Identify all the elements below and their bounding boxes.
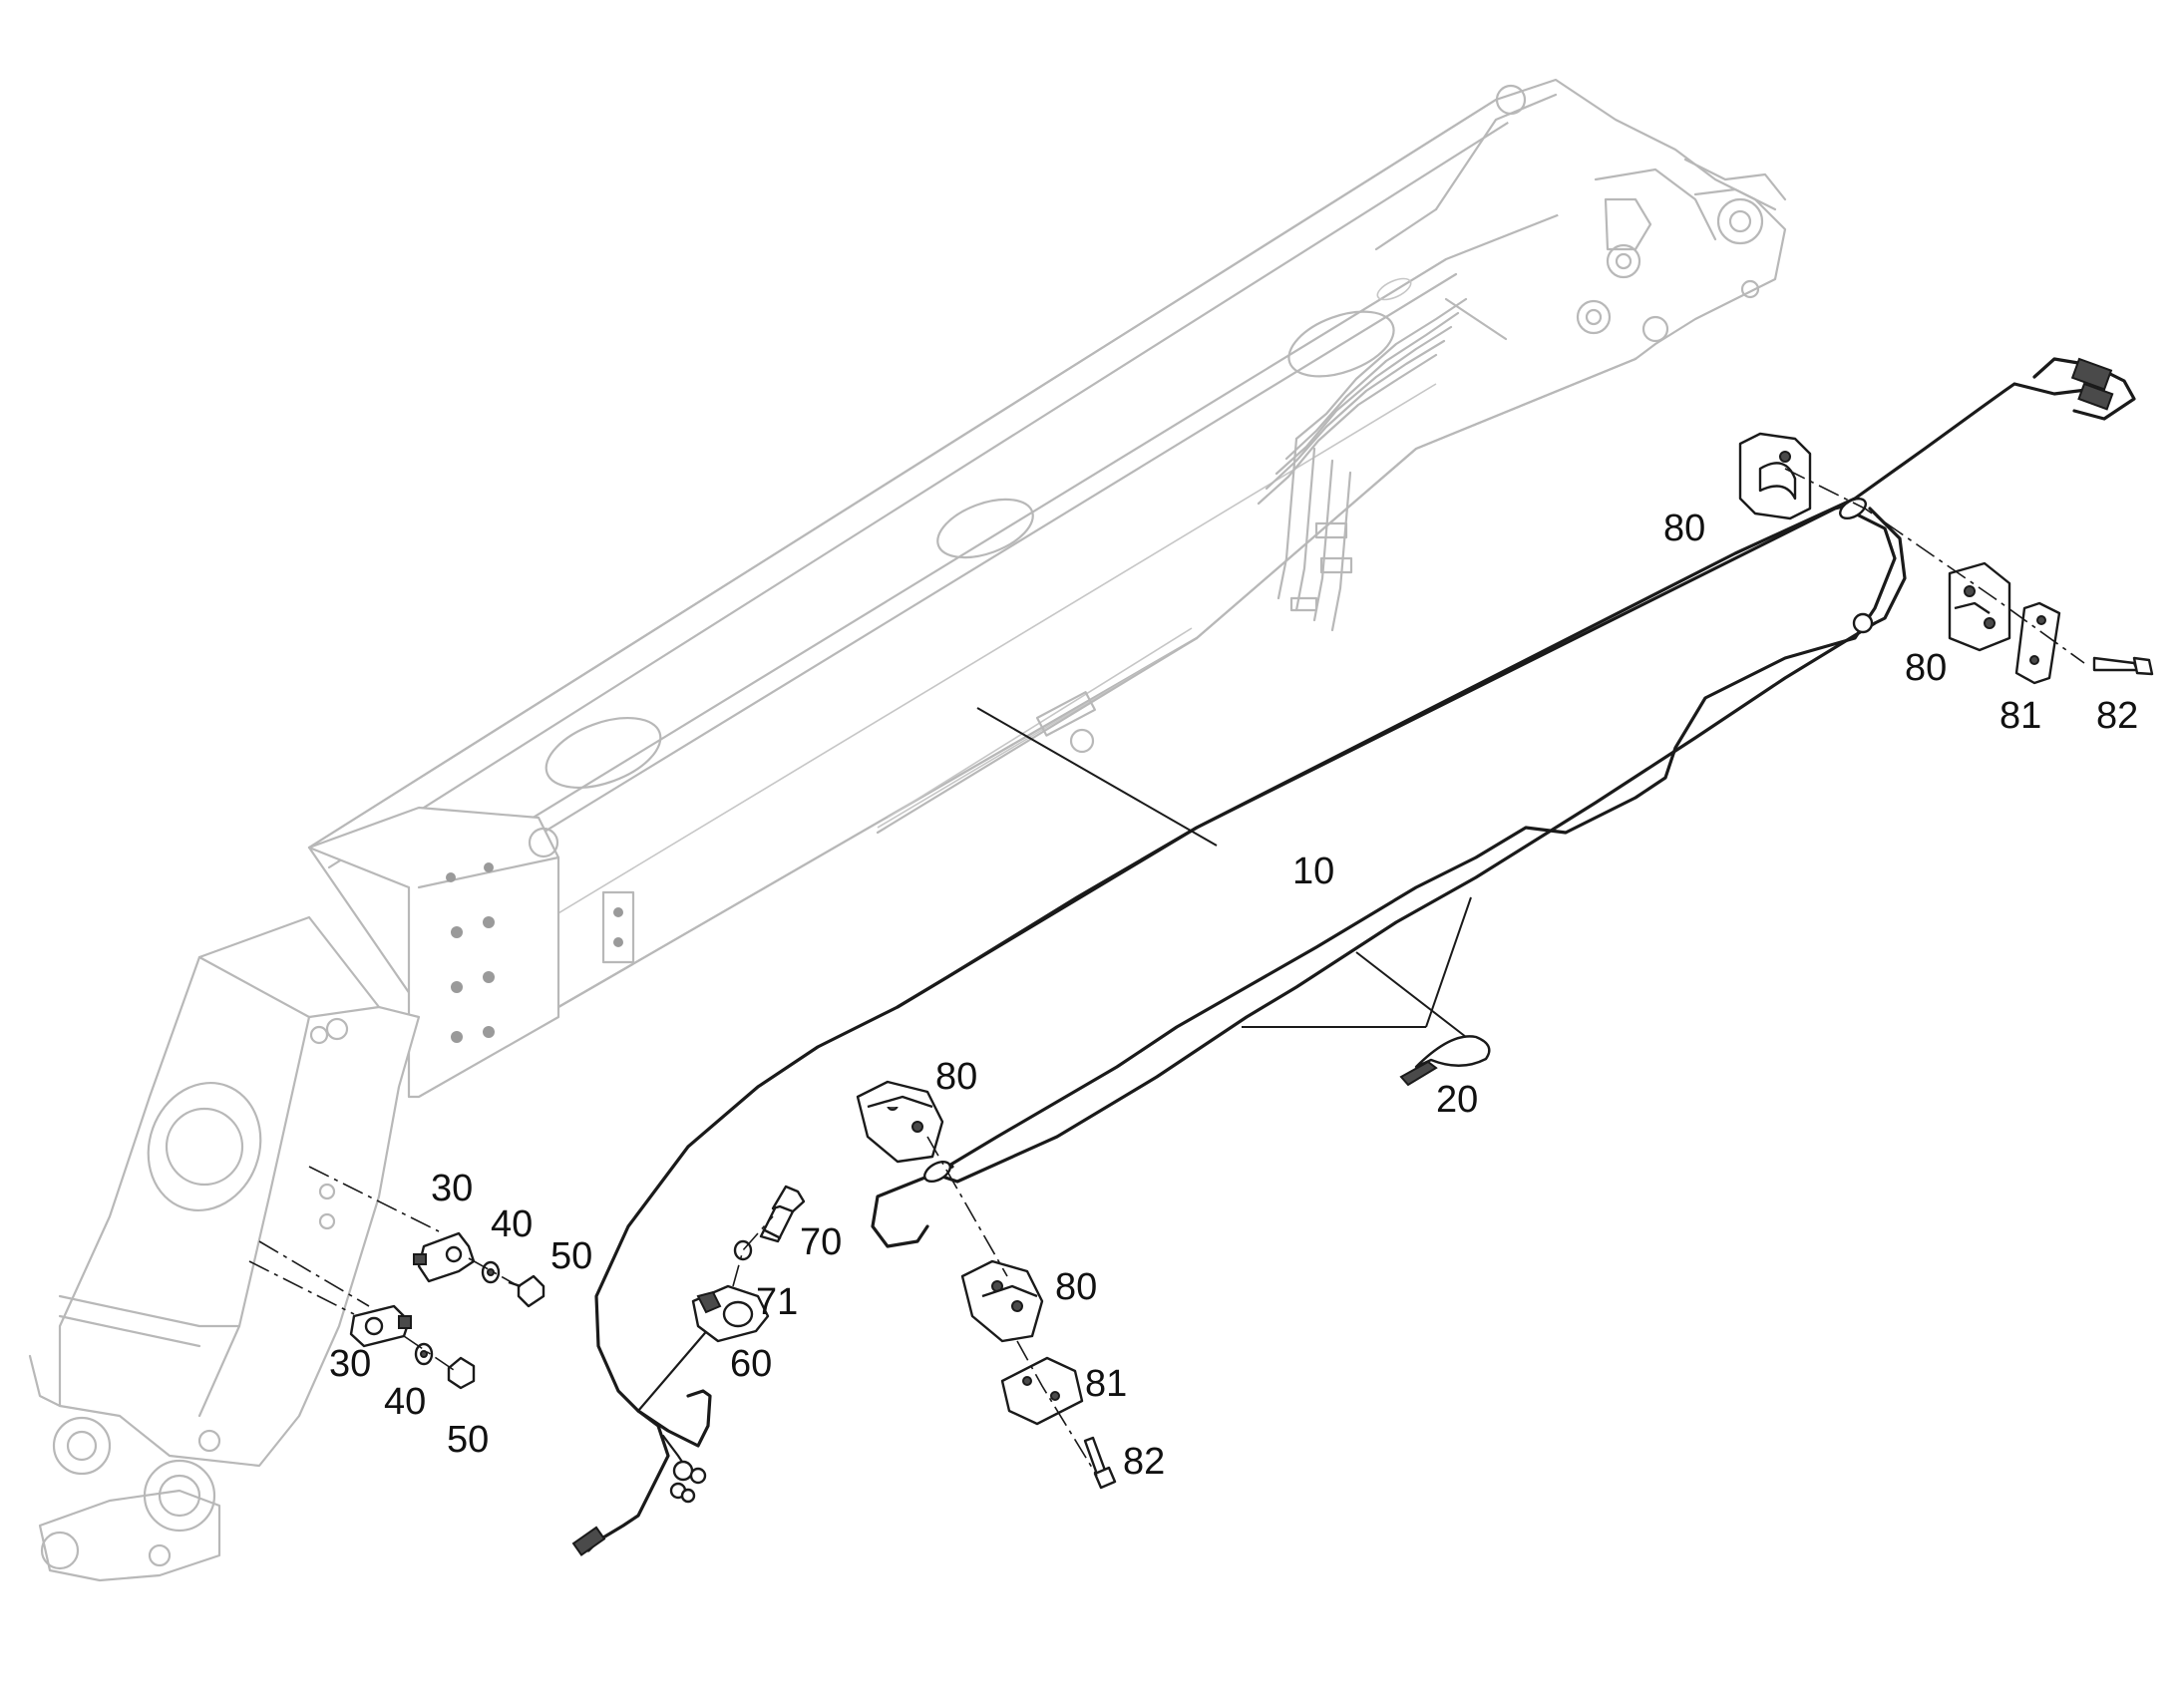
- clip-60: [691, 1284, 770, 1343]
- callout-71: 71: [756, 1281, 798, 1323]
- cable-tie-20: [1399, 1035, 1491, 1087]
- telescopic-boom: [28, 78, 1787, 1582]
- screw-82-lower: [1083, 1436, 1117, 1490]
- cable-harness: [571, 357, 2136, 1556]
- callout-70: 70: [800, 1221, 842, 1263]
- callout-82-right: 82: [2096, 695, 2138, 737]
- callout-40-lower: 40: [384, 1381, 426, 1423]
- bolt-70: [759, 1185, 806, 1243]
- callout-80-middle-upper: 80: [935, 1056, 977, 1098]
- callout-80-right: 80: [1905, 647, 1947, 689]
- leader-lines: [248, 468, 2085, 1477]
- clamp-80-top-right: [1738, 432, 1812, 520]
- callout-10: 10: [1292, 851, 1334, 892]
- bracket-30-lower: [349, 1304, 412, 1348]
- callout-81-lower: 81: [1085, 1363, 1127, 1405]
- callout-30-lower: 30: [329, 1343, 371, 1385]
- callout-80-top-right: 80: [1663, 508, 1705, 549]
- callout-20: 20: [1436, 1079, 1478, 1121]
- callout-30-upper: 30: [431, 1168, 473, 1209]
- callout-40-upper: 40: [491, 1203, 533, 1245]
- callout-50-upper: 50: [550, 1235, 592, 1277]
- callout-60: 60: [730, 1343, 772, 1385]
- screw-50-lower: [447, 1356, 476, 1390]
- clamp-80-right: [1948, 561, 2011, 652]
- callout-81-right: 81: [1999, 695, 2041, 737]
- clamp-80-middle-upper: [856, 1080, 944, 1164]
- plate-81-lower: [1000, 1356, 1084, 1426]
- clamp-80-middle-lower: [960, 1259, 1044, 1343]
- callout-82-lower: 82: [1123, 1441, 1165, 1483]
- plate-81-right: [2014, 601, 2061, 685]
- callout-80-middle-lower: 80: [1055, 1266, 1097, 1308]
- screw-50-upper: [508, 1274, 545, 1308]
- bracket-30-upper: [413, 1231, 476, 1283]
- callout-50-lower: 50: [447, 1419, 489, 1461]
- screw-82-right: [2092, 656, 2154, 676]
- callout-labels: 10 20 30 40 50 30 40 50 60 70 71 80 80 8…: [329, 508, 2138, 1483]
- hardware-parts: [349, 432, 2154, 1490]
